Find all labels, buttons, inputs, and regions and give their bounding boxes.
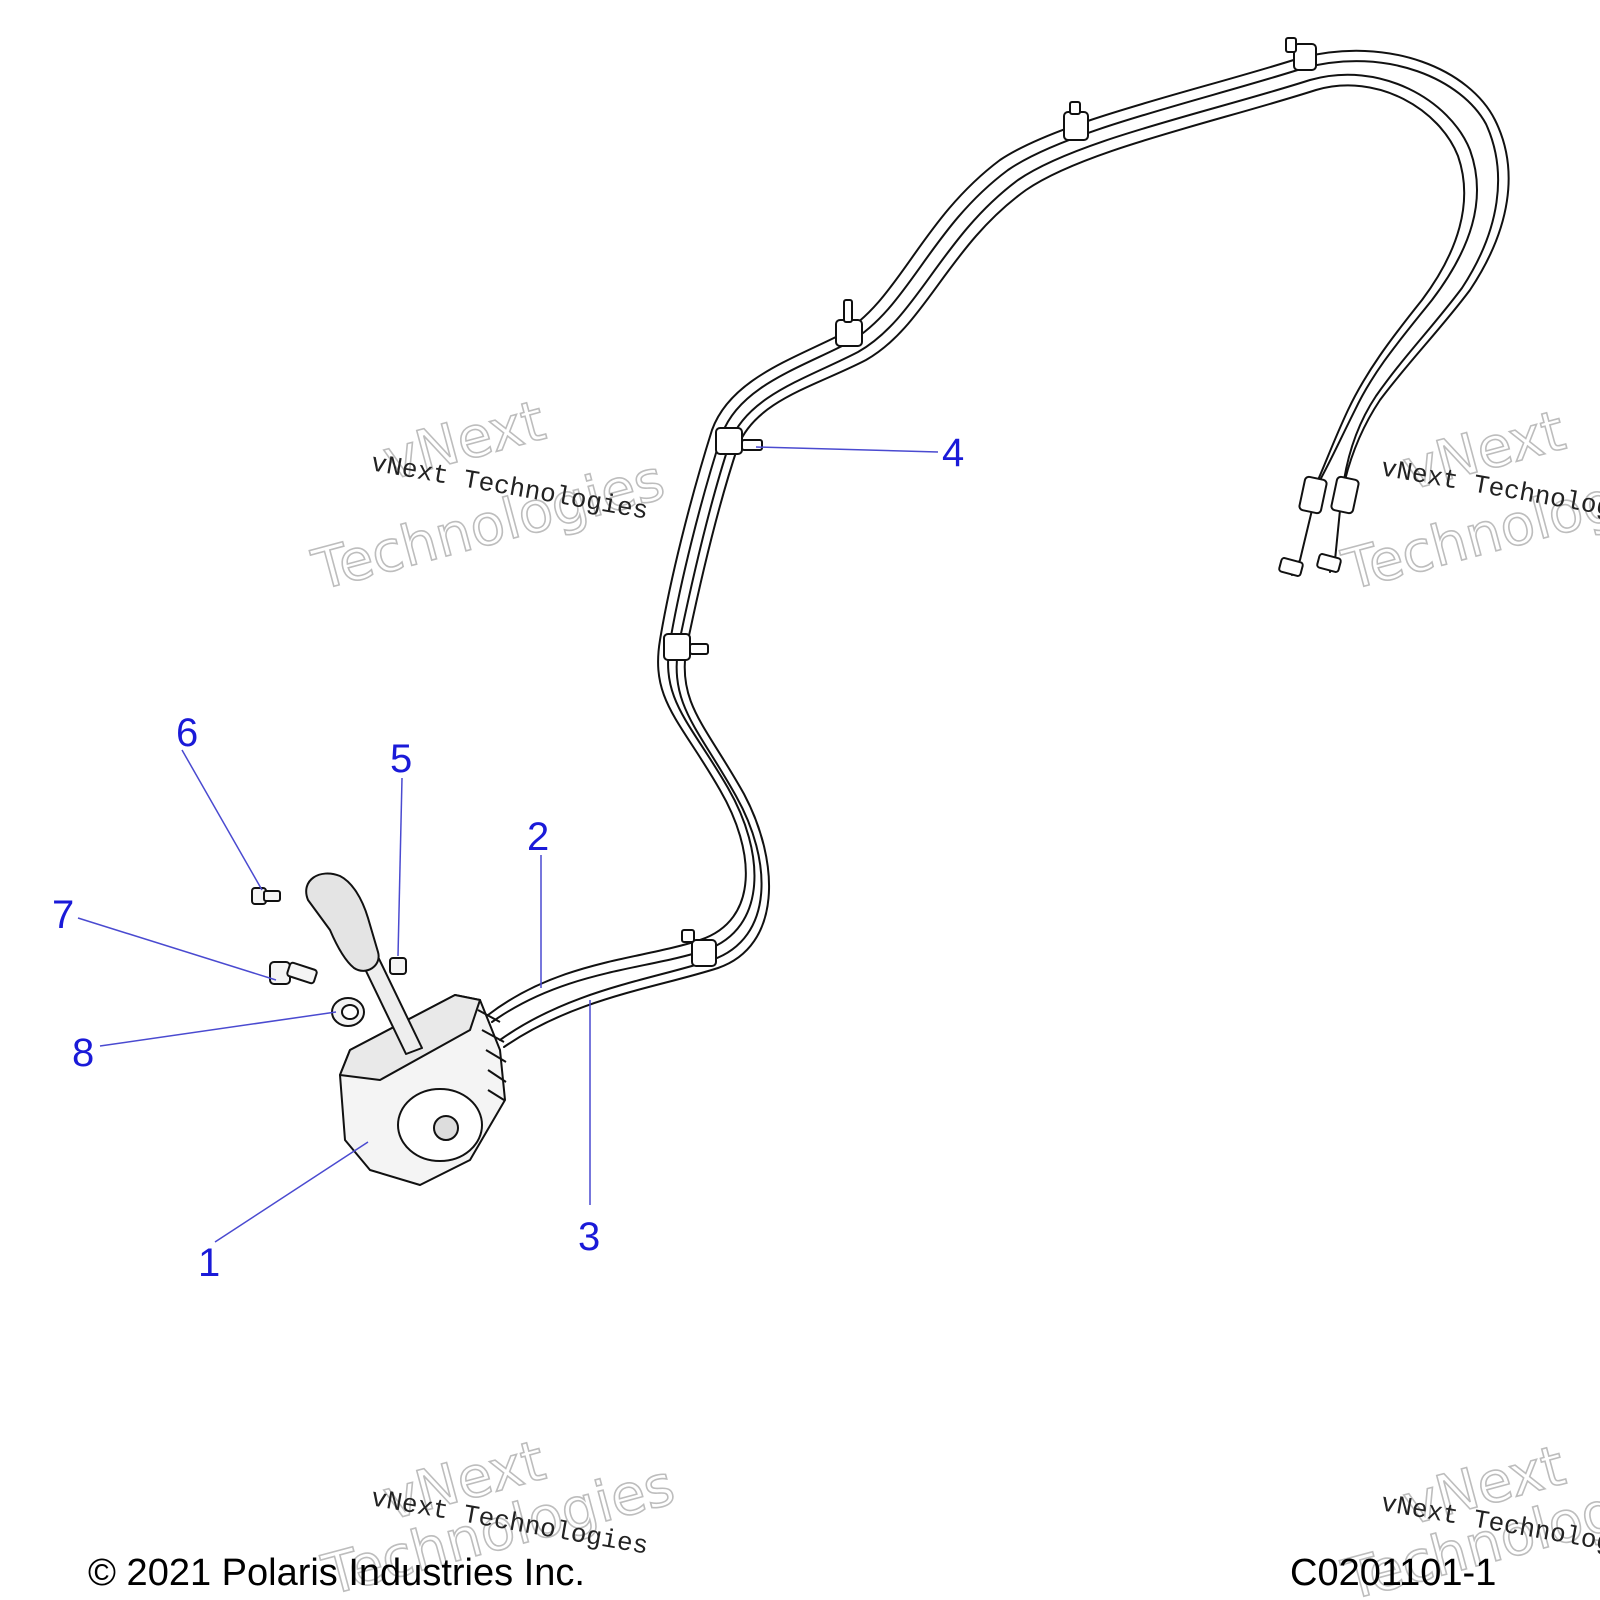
leader-7 [77, 917, 277, 981]
fastener-6-screw [251, 887, 281, 905]
clip-5 [663, 633, 709, 661]
clip-6 [681, 929, 717, 967]
fastener-7-bolt [269, 961, 318, 985]
clip-2 [1063, 101, 1089, 141]
clip-4 [715, 427, 763, 455]
watermark-group-2: vNext Technologies vNext Technologies [1335, 398, 1600, 605]
cable-outer [487, 49, 1510, 1016]
housing-fins [477, 1009, 507, 1101]
cable-barrel-left [1278, 557, 1304, 577]
clip-3 [835, 299, 863, 347]
callout-3: 3 [578, 1215, 600, 1259]
callout-1: 1 [198, 1241, 220, 1285]
cable-clips [663, 37, 1317, 967]
callout-2: 2 [527, 815, 549, 859]
leader-8 [99, 1011, 337, 1047]
lever-knob [305, 872, 380, 972]
cable-inner [499, 73, 1478, 1041]
cable-inner-2 [503, 84, 1466, 1048]
cable-barrel-right [1316, 553, 1342, 573]
lever-control-housing [305, 872, 507, 1186]
clip-1 [1285, 37, 1317, 71]
callout-8: 8 [72, 1031, 94, 1075]
housing-pivot-nut [433, 1115, 459, 1141]
fastener-8-nut [331, 997, 365, 1027]
copyright-text: © 2021 Polaris Industries Inc. [88, 1552, 585, 1594]
leader-4 [755, 446, 939, 453]
leader-5 [397, 777, 403, 957]
watermark-group-1: vNext Technologies vNext Technologies [305, 388, 672, 605]
cable-adjuster-right [1330, 475, 1360, 515]
cable-adjuster-left [1298, 475, 1328, 515]
fasteners [251, 887, 407, 1027]
callout-7: 7 [52, 893, 74, 937]
drawing-number: C0201101-1 [1290, 1552, 1497, 1594]
cable-outer-2 [491, 60, 1500, 1023]
callout-4: 4 [942, 431, 964, 475]
leader-6 [181, 749, 263, 891]
leader-1 [214, 1141, 369, 1243]
leader-lines [77, 446, 939, 1243]
callout-5: 5 [390, 737, 412, 781]
fastener-5-nut [389, 957, 407, 975]
cable-assembly [487, 49, 1510, 1048]
callout-numbers: 1 2 3 4 5 6 7 8 [52, 431, 964, 1285]
callout-6: 6 [176, 711, 198, 755]
